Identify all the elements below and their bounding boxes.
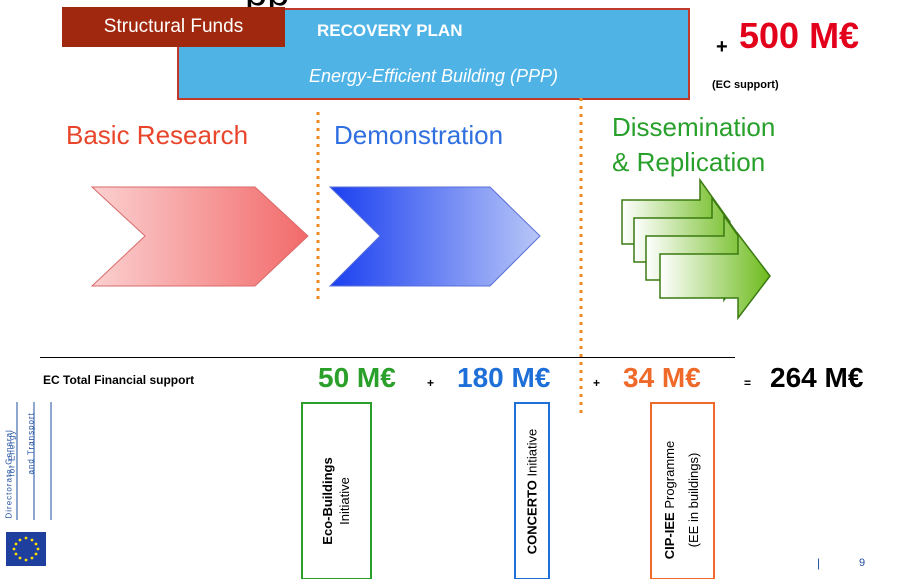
structural-funds-box: Structural Funds — [62, 7, 285, 47]
ec-total-label: EC Total Financial support — [43, 373, 195, 387]
plus-sign-top: + — [716, 36, 728, 58]
initiative-eco-bold: Eco-Buildings — [320, 457, 335, 545]
amount-eco-buildings: 50 M€ — [318, 362, 396, 393]
initiative-cip-bold: CIP-IEE — [662, 512, 677, 560]
initiative-concerto-bold: CONCERTO — [524, 480, 540, 555]
initiative-cip-rest: Programme — [662, 440, 677, 513]
initiative-label-eco: Eco-Buildings Initiative — [319, 415, 353, 587]
initiative-concerto-rest: Initiative — [524, 428, 540, 481]
stage-basic-research: Basic Research — [66, 120, 249, 150]
chevron-research — [90, 186, 309, 287]
initiative-box-cip — [650, 402, 715, 579]
replication-arrows-icon — [621, 177, 771, 321]
page-number: 9 — [859, 557, 866, 569]
footer-separator: | — [817, 556, 821, 570]
sidebar-line2: for Energy — [7, 429, 17, 477]
initiative-label-concerto: CONCERTO Initiative — [525, 406, 540, 578]
amount-cip-iee: 34 M€ — [623, 362, 701, 393]
stage-dissemination-line1: Dissemination — [612, 112, 776, 142]
stage-demonstration: Demonstration — [334, 120, 504, 150]
divider-line — [40, 357, 735, 358]
chevron-demonstration — [328, 186, 541, 287]
eu-flag-icon — [6, 532, 46, 566]
equals-sign: = — [744, 376, 752, 390]
initiative-box-eco — [301, 402, 372, 579]
total-amount: 264 M€ — [770, 362, 864, 393]
sidebar-line3: and Transport — [26, 412, 36, 475]
initiative-eco-rest: Initiative — [337, 477, 352, 525]
sidebar-dividers — [16, 402, 52, 520]
recovery-plan-title: RECOVERY PLAN — [317, 21, 463, 40]
ec-support-note: (EC support) — [712, 79, 779, 91]
recovery-amount: 500 M€ — [739, 15, 860, 56]
initiative-box-concerto — [514, 402, 550, 579]
stage-dissemination: Dissemination & Replication — [612, 110, 775, 180]
initiative-label-cip: CIP-IEE Programme (EE in buildings) — [658, 414, 706, 586]
initiative-cip-line2: (EE in buildings) — [686, 452, 701, 548]
plus-sign-2: + — [593, 376, 601, 390]
stage-dissemination-line2: & Replication — [612, 147, 766, 177]
recovery-plan-subtitle: Energy-Efficient Building (PPP) — [308, 66, 559, 86]
amount-concerto: 180 M€ — [457, 362, 551, 393]
plus-sign-1: + — [427, 376, 435, 390]
